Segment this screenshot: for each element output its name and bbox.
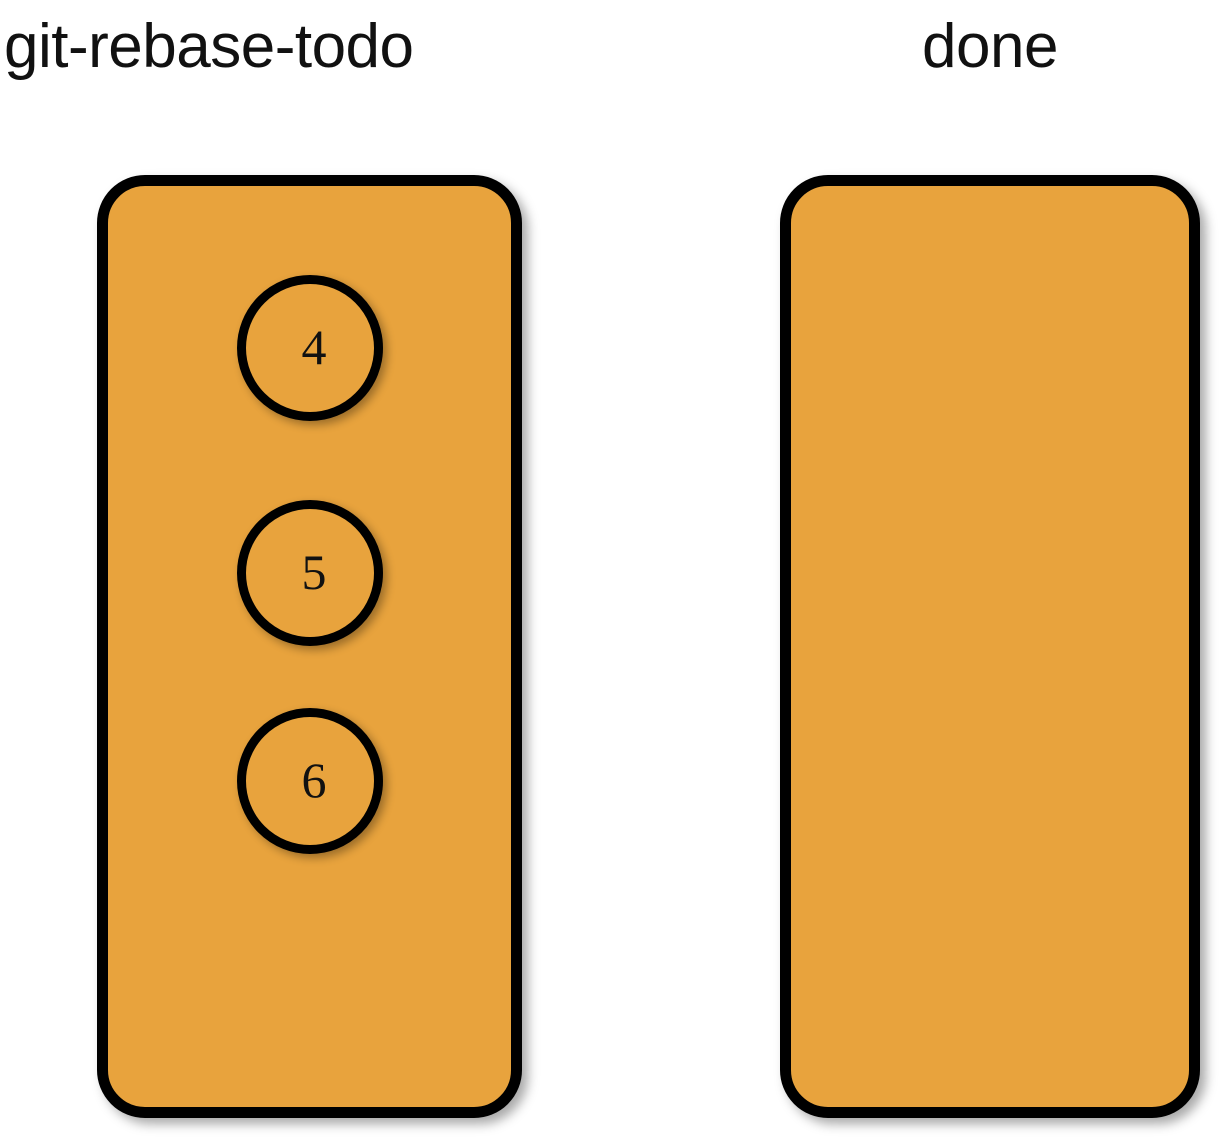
commit-node-label: 6 [301,752,327,808]
done-stack-container[interactable] [780,175,1200,1118]
todo-stack-container[interactable]: 4 5 6 [97,175,522,1118]
commit-node-label: 4 [301,319,327,375]
done-commit-list [791,186,1189,1107]
todo-commit-list: 4 5 6 [108,186,511,1107]
column-label-git-rebase-todo: git-rebase-todo [4,12,414,81]
commit-node[interactable]: 6 [237,708,383,854]
commit-node[interactable]: 4 [237,275,383,421]
commit-node[interactable]: 5 [237,500,383,646]
column-label-done: done [922,12,1058,81]
commit-node-label: 5 [301,544,327,600]
